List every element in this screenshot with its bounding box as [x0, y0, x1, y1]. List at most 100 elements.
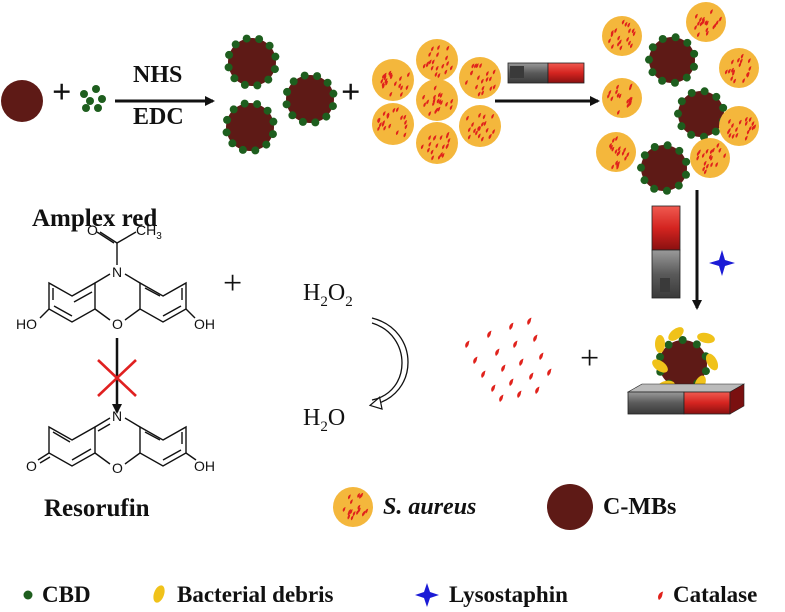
- catalase-icon: [428, 135, 432, 141]
- magnetic-bead-icon: [282, 71, 338, 127]
- catalase-icon: [447, 138, 451, 144]
- catalase-icon: [432, 101, 436, 107]
- catalase-icon: [710, 156, 714, 161]
- catalase-icon: [399, 76, 403, 82]
- cbd-icon: [682, 73, 691, 82]
- plus-sign: +: [52, 74, 72, 111]
- catalase-icon: [467, 134, 471, 140]
- catalase-icon: [383, 125, 387, 131]
- catalase-icon: [624, 21, 628, 27]
- catalase-icon: [471, 122, 475, 128]
- cbd-icon: [645, 55, 654, 64]
- catalase-icon: [731, 67, 735, 73]
- lysostaphin-icon: [709, 250, 735, 276]
- cbd-icon: [289, 77, 298, 86]
- catalase-icon: [404, 124, 408, 130]
- reagent-edc-label: EDC: [133, 104, 184, 130]
- catalase-icon: [389, 92, 393, 97]
- cbd-icon: [637, 163, 646, 172]
- catalase-icon: [608, 38, 612, 44]
- cbd-icon: [692, 340, 701, 349]
- catalase-icon: [487, 330, 492, 338]
- catalase-icon: [723, 153, 727, 159]
- magnet-result-icon: [626, 383, 746, 415]
- catalase-icon: [616, 84, 620, 90]
- catalase-icon: [478, 126, 482, 132]
- catalase-icon: [388, 70, 392, 76]
- cbd-icon: [253, 81, 262, 90]
- catalase-icon: [436, 98, 440, 104]
- catalase-icon: [435, 65, 439, 71]
- catalase-icon: [731, 123, 735, 129]
- catalase-icon: [695, 13, 698, 19]
- catalase-icon: [617, 110, 620, 115]
- catalase-icon: [468, 127, 471, 133]
- catalase-icon: [428, 52, 432, 57]
- cbd-icon: [255, 35, 264, 44]
- bacterium-icon: [602, 78, 642, 118]
- catalase-icon: [624, 155, 628, 161]
- catalase-icon: [350, 515, 354, 521]
- catalase-icon: [450, 98, 454, 104]
- catalase-icon: [535, 386, 540, 394]
- catalase-icon: [712, 147, 715, 153]
- cbd-icon: [650, 184, 659, 193]
- cbd-icon: [240, 80, 249, 89]
- catalase-icon: [481, 370, 486, 378]
- atom-o-ring-amplex: O: [112, 316, 123, 332]
- plus-sign-4: +: [580, 340, 600, 377]
- catalase-icon: [632, 31, 636, 37]
- catalase-icon: [728, 68, 731, 74]
- catalase-icon: [623, 147, 627, 153]
- catalase-icon: [744, 121, 748, 126]
- catalase-icon: [739, 58, 743, 64]
- cbd-icon: [683, 38, 692, 47]
- cbd-icon: [282, 100, 291, 109]
- catalase-icon: [440, 152, 443, 158]
- cbd-icon: [674, 181, 683, 190]
- catalase-icon: [704, 169, 707, 175]
- catalase-icon: [732, 70, 736, 76]
- cbd-icon: [288, 111, 297, 120]
- bacterial-debris-icon: [705, 353, 719, 371]
- catalase-icon: [630, 43, 633, 49]
- catalase-icon: [547, 368, 552, 376]
- catalase-icon: [716, 143, 720, 148]
- catalase-icon: [727, 129, 731, 135]
- catalase-icon: [430, 65, 434, 71]
- catalase-icon: [405, 85, 409, 91]
- cbd-icon: [664, 340, 673, 349]
- catalase-icon: [477, 126, 481, 131]
- cbd-icon: [251, 146, 260, 155]
- cbd-icon: [230, 74, 239, 83]
- h2o-label: H2O: [303, 405, 346, 435]
- resorufin-label: Resorufin: [44, 495, 150, 522]
- catalase-icon: [495, 348, 500, 356]
- catalase-icon: [404, 120, 408, 125]
- cbd-icon: [689, 62, 698, 71]
- catalase-icon: [380, 78, 384, 84]
- catalase-icon: [426, 99, 430, 105]
- catalase-icon: [614, 149, 618, 154]
- catalase-icon: [617, 41, 621, 47]
- cbd-icon: [82, 104, 90, 112]
- catalase-icon: [441, 153, 445, 158]
- cbd-icon: [687, 88, 696, 97]
- catalase-icon: [377, 117, 381, 123]
- catalase-icon: [614, 28, 618, 34]
- catalase-icon: [428, 141, 432, 147]
- atom-ho-amplex: HO: [16, 316, 37, 332]
- catalase-icon: [705, 31, 709, 36]
- cbd-icon: [253, 100, 262, 109]
- cbd-icon: [238, 145, 247, 154]
- catalase-icon: [420, 144, 424, 150]
- bacterium-icon: [372, 59, 414, 101]
- bacterium-icon: [719, 106, 759, 146]
- catalase-icon: [483, 121, 487, 126]
- reagent-nhs-label: NHS: [133, 62, 183, 88]
- cbd-icon: [662, 186, 671, 195]
- cbd-icon: [677, 97, 686, 106]
- catalase-icon: [611, 164, 615, 170]
- cbd-icon: [92, 85, 100, 93]
- catalase-icon: [445, 133, 449, 139]
